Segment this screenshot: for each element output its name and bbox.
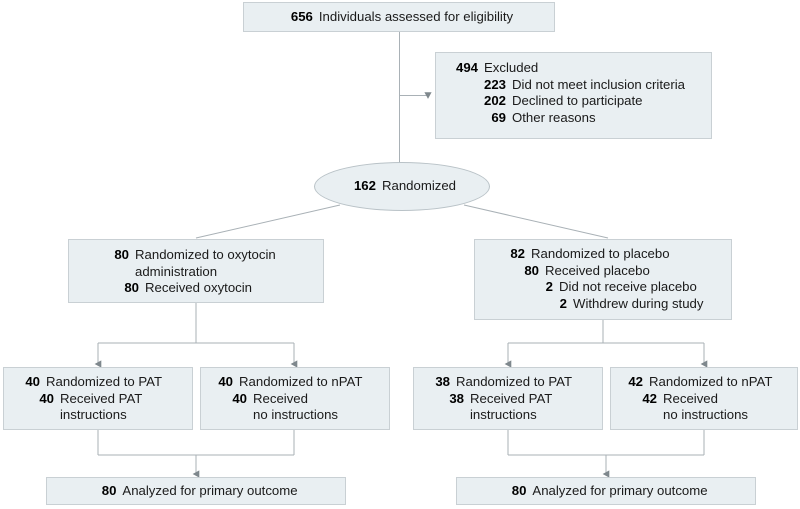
node-line-number: 494 bbox=[455, 60, 478, 75]
node-line-number: 2 bbox=[545, 279, 553, 294]
node-line-number: 69 bbox=[491, 109, 506, 125]
node-line: 80 Analyzed for primary outcome bbox=[94, 482, 298, 500]
node-line-number: 82 bbox=[510, 246, 525, 261]
node-assessed-for-eligibility: 656 Individuals assessed for eligibility bbox=[243, 2, 555, 32]
node-line-number: 38 bbox=[449, 390, 464, 406]
node-line: 2 Withdrew during study bbox=[475, 296, 731, 313]
node-line: 40 Randomized to nPAT bbox=[201, 374, 389, 391]
node-line: 42 Randomized to nPAT bbox=[611, 374, 797, 391]
node-line-number: 80 bbox=[101, 482, 117, 498]
node-line-text: Randomized to placebo bbox=[531, 246, 670, 261]
node-line-text: Received PAT bbox=[60, 390, 143, 406]
edge-randomized-to-placebo bbox=[463, 204, 609, 239]
node-line: 202 Declined to participate bbox=[436, 93, 711, 110]
node-line-text: Randomized bbox=[381, 178, 457, 194]
node-line-text: Randomized to PAT bbox=[46, 374, 163, 389]
node-line-text: Did not meet inclusion criteria bbox=[512, 76, 685, 92]
node-line: 82 Randomized to placebo bbox=[475, 246, 731, 263]
node-line-number: 80 bbox=[524, 262, 539, 278]
node-analyzed-placebo: 80 Analyzed for primary outcome bbox=[456, 477, 756, 505]
node-line-number: 40 bbox=[39, 390, 54, 406]
node-analyzed-oxytocin: 80 Analyzed for primary outcome bbox=[46, 477, 346, 505]
node-line-text: Received bbox=[663, 390, 718, 406]
node-line-number: 2 bbox=[559, 295, 567, 311]
node-line: 40 Randomized to PAT bbox=[4, 374, 192, 391]
node-line: 2 Did not receive placebo bbox=[475, 279, 731, 296]
node-line-text: Received PAT bbox=[470, 390, 553, 406]
node-line: 656 Individuals assessed for eligibility bbox=[285, 9, 513, 26]
node-line-text: Randomized to nPAT bbox=[239, 374, 363, 389]
node-line: 38 Randomized to PAT bbox=[414, 374, 602, 391]
edge-randomized-to-oxytocin bbox=[195, 204, 341, 239]
node-line: instructions bbox=[4, 407, 192, 424]
node-line-number: 202 bbox=[483, 93, 506, 108]
node-line: 80 Analyzed for primary outcome bbox=[504, 482, 708, 500]
node-line-text: instructions bbox=[470, 407, 537, 422]
node-line: 80 Randomized to oxytocin bbox=[69, 247, 323, 264]
node-line-number: 40 bbox=[25, 374, 40, 389]
node-line-number: 80 bbox=[124, 280, 139, 295]
node-line-text: Randomized to nPAT bbox=[649, 374, 773, 389]
node-line-text: Excluded bbox=[484, 60, 539, 75]
node-line: 223 Did not meet inclusion criteria bbox=[436, 77, 711, 94]
node-line: 40 Received PAT bbox=[4, 391, 192, 408]
node-line: 80 Received placebo bbox=[475, 263, 731, 280]
node-line-number: 40 bbox=[218, 374, 233, 389]
node-line-text: Randomized to oxytocin bbox=[135, 247, 276, 262]
node-placebo-allocation: 82 Randomized to placebo 80 Received place… bbox=[474, 239, 732, 320]
node-randomized: 162 Randomized bbox=[314, 162, 490, 211]
node-line: 69 Other reasons bbox=[436, 110, 711, 127]
node-line: instructions bbox=[414, 407, 602, 424]
node-line-number: 42 bbox=[628, 374, 643, 389]
node-line-text: Individuals assessed for eligibility bbox=[318, 8, 514, 24]
node-line-number: 223 bbox=[483, 76, 506, 92]
node-line-number: 162 bbox=[353, 178, 376, 194]
node-line-number: 42 bbox=[642, 390, 657, 406]
node-line: 42 Received bbox=[611, 391, 797, 408]
node-line-text: no instructions bbox=[663, 407, 749, 422]
node-line: 38 Received PAT bbox=[414, 391, 602, 408]
node-line: 40 Received bbox=[201, 391, 389, 408]
node-line-text: Declined to participate bbox=[512, 93, 643, 108]
node-line: 494 Excluded bbox=[436, 60, 711, 77]
node-line-number: 40 bbox=[232, 390, 247, 406]
node-line-text: administration bbox=[135, 263, 218, 279]
node-line-number: 656 bbox=[290, 8, 313, 24]
node-line-number: 80 bbox=[114, 247, 129, 262]
node-line-text: no instructions bbox=[253, 407, 339, 422]
node-line-text: Randomized to PAT bbox=[456, 374, 573, 389]
node-line: no instructions bbox=[201, 407, 389, 424]
node-line-text: Withdrew during study bbox=[573, 295, 704, 311]
node-line-number: 38 bbox=[435, 374, 450, 389]
node-line: no instructions bbox=[611, 407, 797, 424]
node-line-text: Did not receive placebo bbox=[559, 279, 697, 294]
node-excluded: 494 Excluded 223 Did not meet inclusion cr… bbox=[435, 52, 712, 139]
node-line-text: Analyzed for primary outcome bbox=[532, 482, 708, 498]
node-line-text: Received placebo bbox=[545, 262, 650, 278]
node-line-text: instructions bbox=[60, 407, 127, 422]
node-line: administration bbox=[69, 264, 323, 281]
node-line-text: Received bbox=[253, 390, 308, 406]
node-line: 80 Received oxytocin bbox=[69, 280, 323, 297]
node-line: 162 Randomized bbox=[348, 178, 456, 195]
node-line-text: Analyzed for primary outcome bbox=[122, 482, 298, 498]
node-line-number: 80 bbox=[511, 482, 527, 498]
node-line-text: Received oxytocin bbox=[145, 280, 253, 295]
node-line-text: Other reasons bbox=[512, 109, 596, 125]
